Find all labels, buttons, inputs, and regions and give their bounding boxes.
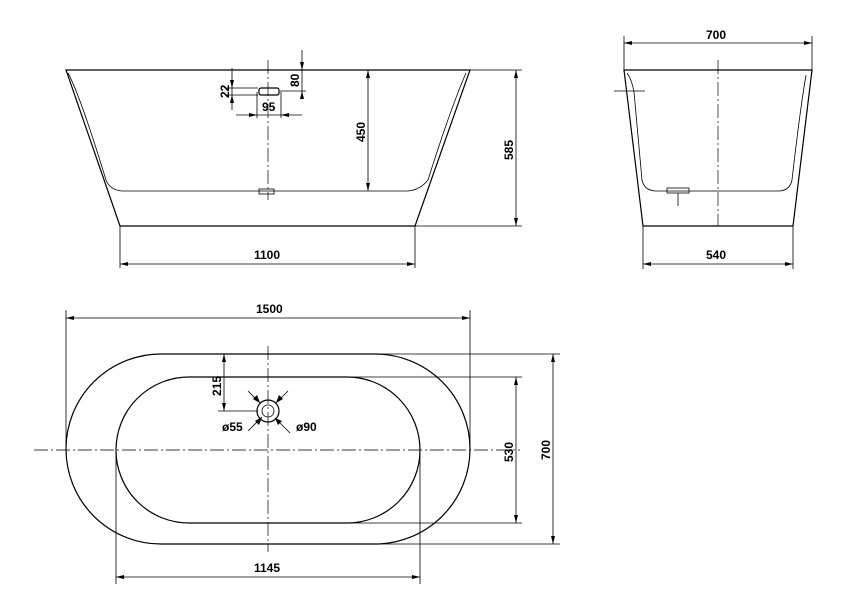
- drain-arrow-ne: [276, 395, 283, 403]
- dim-22-arrow-bottom: [230, 95, 234, 103]
- drain-outlet-front: [258, 188, 275, 195]
- side-tub-inner-wall: [626, 72, 807, 192]
- dim-700-side-arrow-top: [551, 354, 555, 362]
- drain-inner-circle: [261, 404, 275, 418]
- dim-80-label: 80: [288, 73, 302, 87]
- dim-585-arrow-top: [514, 70, 518, 78]
- overflow-outlet: [258, 87, 280, 96]
- side-drain-marker: [666, 187, 690, 194]
- dim-80-arrow-bottom: [300, 91, 304, 99]
- dim-215-arrow-top: [222, 354, 226, 362]
- dim-530-label: 530: [502, 442, 516, 462]
- dim-530-arrow-bottom: [514, 515, 518, 523]
- dim-700-side-arrow-bottom: [551, 536, 555, 544]
- dim-585-arrow-bottom: [514, 218, 518, 226]
- dim-1145-arrow-left: [116, 575, 124, 579]
- dim-215-arrow-bottom: [222, 403, 226, 411]
- dim-215-label: 215: [210, 376, 224, 396]
- dim-1500-arrow-right: [462, 316, 470, 320]
- dim-1100-arrow-left: [120, 262, 128, 266]
- front-tub-inner-wall: [67, 72, 467, 192]
- dim-95-arrow-left: [249, 113, 257, 117]
- dim-1145-label: 1145: [254, 561, 280, 575]
- drain-arrow-sw: [255, 417, 262, 425]
- dim-450-arrow-top: [366, 70, 370, 78]
- dim-drain-outer-label: ø90: [296, 420, 317, 434]
- top-tub-outer-rim: [65, 353, 471, 545]
- dim-1145-arrow-right: [412, 575, 420, 579]
- dim-700-top-label: 700: [706, 28, 726, 42]
- dim-450-arrow-bottom: [366, 183, 370, 191]
- drain-arrow-se: [275, 418, 282, 425]
- dim-1100-arrow-right: [407, 262, 415, 266]
- dim-700-top-arrow-right: [804, 41, 812, 45]
- dim-540-arrow-right: [785, 262, 793, 266]
- dim-540-arrow-left: [643, 262, 651, 266]
- drain-arrow-nw: [253, 395, 260, 403]
- dim-95-label: 95: [262, 100, 276, 114]
- dim-530-arrow-top: [514, 377, 518, 385]
- top-view: ø55 ø90 215 1500 530 700: [34, 302, 560, 584]
- dim-1500-arrow-left: [66, 316, 74, 320]
- side-view: 700 540: [614, 28, 813, 269]
- dim-585-label: 585: [502, 140, 516, 160]
- dim-700-side-label: 700: [539, 440, 553, 460]
- front-view: 95 22 80 450 585 1100: [65, 50, 522, 268]
- dim-700-top-arrow-left: [624, 41, 632, 45]
- dim-drain-inner-label: ø55: [222, 420, 243, 434]
- dim-1500-label: 1500: [256, 302, 283, 316]
- dim-1100-label: 1100: [254, 248, 280, 262]
- dim-22-label: 22: [218, 84, 232, 98]
- dim-95-arrow-right: [281, 113, 289, 117]
- dim-22-arrow-top: [230, 80, 234, 88]
- dim-80-arrow-top: [300, 62, 304, 70]
- dim-450-label: 450: [354, 122, 368, 142]
- dim-540-label: 540: [706, 248, 726, 262]
